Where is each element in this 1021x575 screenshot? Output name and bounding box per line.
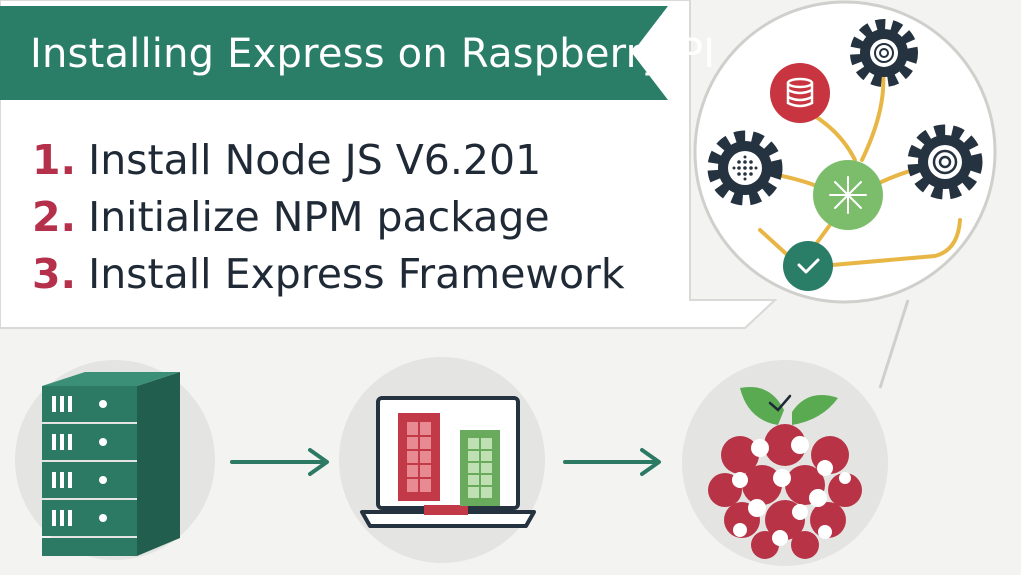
check-icon (783, 241, 833, 291)
step-2: 2.Initialize NPM package (32, 192, 550, 242)
title-banner (0, 6, 668, 100)
gear-icon (707, 130, 783, 206)
database-icon (770, 63, 830, 123)
laptop-icon (360, 396, 536, 528)
step-number: 2. (32, 193, 77, 241)
hub-icon (813, 160, 883, 230)
diagram-title: Installing Express on Raspberry PI (30, 31, 716, 77)
step-1: 1.Install Node JS V6.201 (32, 135, 541, 185)
step-number: 1. (32, 136, 77, 184)
step-number: 3. (32, 250, 77, 298)
raspberry-pi-icon (708, 386, 862, 559)
gear-icon (850, 19, 918, 87)
step-3: 3.Install Express Framework (32, 249, 625, 299)
arrow-right-icon (230, 448, 329, 476)
step-text: Initialize NPM package (88, 193, 550, 241)
step-text: Install Express Framework (88, 250, 625, 298)
step-text: Install Node JS V6.201 (88, 136, 542, 184)
server-rack-icon (42, 372, 180, 556)
network-diagram (693, 0, 997, 304)
gear-icon (907, 124, 983, 200)
connector-line (878, 299, 910, 389)
arrow-right-icon (563, 448, 661, 476)
